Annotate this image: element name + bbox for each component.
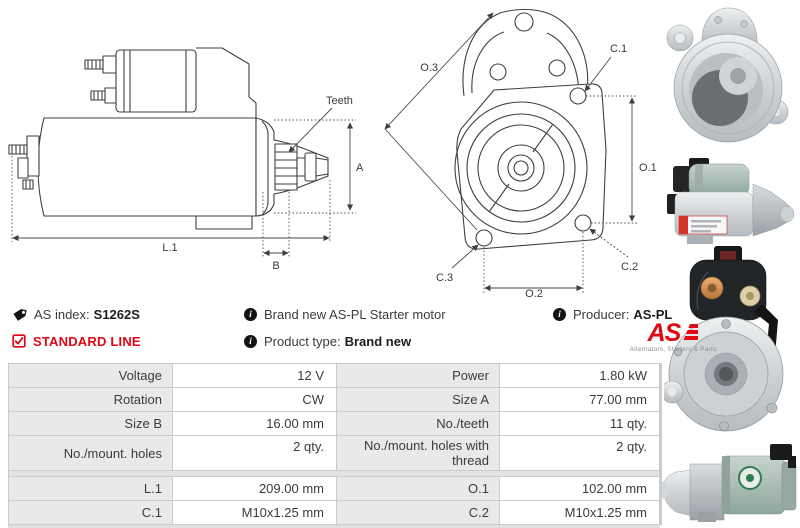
standard-line: STANDARD LINE <box>12 333 141 349</box>
spec-value: 12 V <box>173 364 336 387</box>
standard-line-label: STANDARD LINE <box>33 333 141 349</box>
spec-value: 1.80 kW <box>500 364 659 387</box>
checkbox-checked-icon <box>12 334 26 348</box>
spec-value: M10x1.25 mm <box>500 501 659 524</box>
spec-value: 16.00 mm <box>173 412 336 435</box>
logo-tagline: Alternators, Starters & Parts <box>629 346 717 353</box>
spec-label: No./mount. holes with thread <box>337 436 499 470</box>
dim-label-o1: O.1 <box>639 162 657 174</box>
product-photo-column <box>656 0 800 528</box>
product-type-value: Brand new <box>344 333 412 349</box>
side-view-drawing <box>8 47 329 230</box>
dimension-diagram: L.1 B A Teeth <box>8 8 657 300</box>
info-col-left: AS index: S1262S STANDARD LINE <box>12 306 141 360</box>
producer-label: Producer: <box>573 306 630 322</box>
brand-new-text: Brand new AS-PL Starter motor <box>264 306 446 322</box>
technical-drawings: L.1 B A Teeth <box>0 0 660 300</box>
dim-label-o3: O.3 <box>420 62 438 74</box>
brand-new-line: i Brand new AS-PL Starter motor <box>244 306 446 322</box>
product-type-label: Product type: <box>264 333 341 349</box>
spec-table: Voltage 12 V Power 1.80 kW Rotation CW S… <box>8 363 662 525</box>
product-photo-front[interactable] <box>660 4 796 156</box>
product-photo-side-red-label[interactable] <box>659 158 797 246</box>
spec-label: C.2 <box>337 501 499 524</box>
spec-label: C.1 <box>9 501 172 524</box>
spec-label: L.1 <box>9 477 172 500</box>
producer-line: i Producer: AS-PL <box>553 306 672 322</box>
dim-label-c1: C.1 <box>610 43 627 55</box>
spec-value: 2 qty. <box>173 436 336 470</box>
spec-label: Power <box>337 364 499 387</box>
spec-label: No./mount. holes <box>9 436 172 470</box>
as-index-line: AS index: S1262S <box>12 306 141 322</box>
spec-label: Rotation <box>9 388 172 411</box>
dim-label-o2: O.2 <box>525 288 543 300</box>
logo-text: AS <box>647 319 682 347</box>
spec-label: Voltage <box>9 364 172 387</box>
spec-value: CW <box>173 388 336 411</box>
teeth-label: Teeth <box>326 95 353 107</box>
info-icon: i <box>244 307 257 321</box>
as-index-value: S1262S <box>93 306 140 322</box>
info-icon: i <box>244 334 257 348</box>
spec-label: No./teeth <box>337 412 499 435</box>
spec-value: 209.00 mm <box>173 477 336 500</box>
dim-label-c2: C.2 <box>621 261 638 273</box>
spec-value: 11 qty. <box>500 412 659 435</box>
logo-stripes-icon <box>682 324 699 344</box>
product-type-line: i Product type: Brand new <box>244 333 446 349</box>
info-col-middle: i Brand new AS-PL Starter motor i Produc… <box>244 306 446 360</box>
info-icon: i <box>553 307 566 321</box>
next-section-strip <box>8 525 660 528</box>
producer-value: AS-PL <box>633 306 673 322</box>
spec-label: Size B <box>9 412 172 435</box>
spec-label: Size A <box>337 388 499 411</box>
as-index-label: AS index: <box>34 306 90 322</box>
spec-value: 2 qty. <box>500 436 659 470</box>
spec-value: M10x1.25 mm <box>173 501 336 524</box>
dim-label-c3: C.3 <box>436 272 453 284</box>
table-section-divider <box>9 471 659 476</box>
product-photo-side-green-label[interactable] <box>658 442 800 526</box>
info-col-right: i Producer: AS-PL <box>553 306 672 333</box>
spec-value: 77.00 mm <box>500 388 659 411</box>
spec-value: 102.00 mm <box>500 477 659 500</box>
dim-label-a: A <box>356 162 364 174</box>
front-view-drawing <box>454 8 607 250</box>
dim-label-b: B <box>272 260 279 272</box>
tag-icon <box>12 307 27 322</box>
dim-label-l1: L.1 <box>162 242 177 254</box>
as-pl-logo[interactable]: AS Alternators, Starters & Parts <box>608 319 738 354</box>
product-photo-rear[interactable] <box>664 246 796 440</box>
spec-label: O.1 <box>337 477 499 500</box>
